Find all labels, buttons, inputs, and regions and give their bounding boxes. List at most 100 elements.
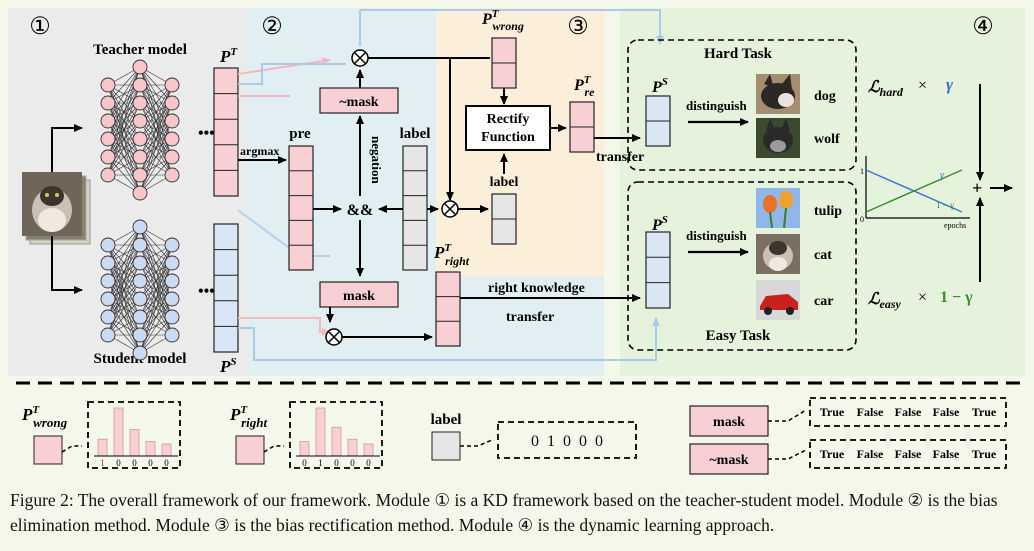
rectify-line2: Function <box>481 130 535 145</box>
negation-label: negation <box>369 136 384 184</box>
network-node <box>164 309 180 325</box>
graph-tick-one: 1 <box>860 167 864 176</box>
legend-bar <box>347 438 358 457</box>
network-node <box>132 273 148 289</box>
legend-bar <box>145 441 156 457</box>
loss-hard: ℒhard <box>868 79 904 99</box>
module1-number: ① <box>29 14 51 40</box>
legend-pwrong-chart-box <box>87 401 181 469</box>
legend-bar-tick: 0 <box>302 458 307 468</box>
tulip-image <box>756 188 800 229</box>
mask-value: True <box>820 447 845 461</box>
network-node <box>132 219 148 235</box>
legend-bar <box>113 407 124 457</box>
network-node <box>100 273 116 289</box>
legend-bar <box>331 426 342 457</box>
legend-pwrong-swatch <box>33 435 63 465</box>
teacher-ellipsis: ••• <box>198 125 215 142</box>
legend-bar <box>363 443 374 457</box>
legend-bar <box>299 441 310 457</box>
teacher-output-vector <box>213 67 239 197</box>
one-minus-gamma-easy: 1 − γ <box>940 289 973 306</box>
legend-pright-swatch <box>235 435 265 465</box>
network-node <box>132 95 148 111</box>
network-node <box>132 77 148 93</box>
legend-not-mask-label: ~mask <box>709 453 748 468</box>
graph-xlabel: epochs <box>944 221 966 230</box>
mask-value: False <box>895 447 922 461</box>
network-node <box>100 113 116 129</box>
network-node <box>132 345 148 361</box>
legend-label-swatch <box>431 431 461 461</box>
graph-one-minus-gamma-label: 1 − γ <box>936 200 954 210</box>
distinguish-easy: distinguish <box>686 228 747 243</box>
teacher-model-label: Teacher model <box>93 42 187 58</box>
network-node <box>132 149 148 165</box>
network-node <box>100 149 116 165</box>
legend-bar-tick: 0 <box>350 458 355 468</box>
ps-hard-label: PS <box>651 76 668 96</box>
easy-task-box <box>627 181 857 351</box>
input-cat-image <box>22 172 91 245</box>
network-node <box>164 255 180 271</box>
legend-label-title: label <box>431 412 462 428</box>
label-vector-m3 <box>491 193 517 245</box>
network-node <box>132 291 148 307</box>
network-node <box>164 167 180 183</box>
network-node <box>132 327 148 343</box>
class-tulip: tulip <box>814 204 842 219</box>
legend-mask-label: mask <box>713 415 745 430</box>
rectify-line1: Rectify <box>487 112 530 127</box>
loss-easy: ℒeasy <box>868 291 902 311</box>
legend-bar-tick: 0 <box>164 458 169 468</box>
legend-bar-tick: 0 <box>132 458 137 468</box>
network-node <box>100 167 116 183</box>
plus-operator: + <box>972 178 982 198</box>
legend-mask-values-box <box>809 397 1007 427</box>
gamma-curve <box>865 169 963 213</box>
mask-value: True <box>972 447 997 461</box>
module2-number: ② <box>261 14 283 40</box>
right-knowledge-label: right knowledge <box>488 281 585 296</box>
student-output-vector <box>213 223 239 353</box>
module4-number: ④ <box>972 14 994 40</box>
legend-bar <box>129 429 140 457</box>
rectified-transfer-label: transfer <box>596 150 644 165</box>
legend-bar <box>161 443 172 457</box>
legend-label-vector-box <box>497 421 637 459</box>
legend-bar-tick: 0 <box>334 458 339 468</box>
graph-tick-zero: 0 <box>860 215 864 224</box>
not-mask-label: ~mask <box>339 95 378 110</box>
student-network <box>100 219 180 361</box>
easy-task-title: Easy Task <box>706 328 771 344</box>
legend-bar-tick: 0 <box>116 458 121 468</box>
gamma-schedule-graph: 1 0 epochs γ 1 − γ <box>860 156 970 230</box>
network-node <box>164 237 180 253</box>
mask-value: False <box>857 405 884 419</box>
ps-easy-label: PS <box>651 214 668 234</box>
mask-value: True <box>972 405 997 419</box>
mask-value: False <box>895 405 922 419</box>
class-car: car <box>814 294 833 309</box>
argmax-label: argmax <box>240 144 279 158</box>
network-node <box>100 95 116 111</box>
module4-panel <box>620 8 1025 376</box>
right-transfer-label: transfer <box>506 310 554 325</box>
mask-value: False <box>933 405 960 419</box>
legend-not-mask-values-box <box>809 439 1007 469</box>
mask-value: False <box>933 447 960 461</box>
module3-number: ③ <box>567 14 589 40</box>
pre-vector <box>288 145 314 271</box>
times-hard: × <box>918 77 927 94</box>
ps-label: PS <box>219 356 237 376</box>
network-node <box>164 95 180 111</box>
network-node <box>132 59 148 75</box>
network-node <box>164 149 180 165</box>
legend-mask-box <box>689 405 769 437</box>
